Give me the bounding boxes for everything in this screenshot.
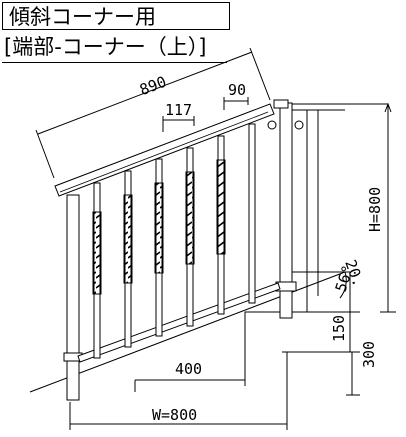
twisted-bars	[92, 159, 226, 295]
dim-height	[345, 102, 396, 313]
left-post	[63, 194, 83, 401]
dim-width	[69, 352, 288, 430]
dim-base-rise	[346, 352, 360, 396]
side-rail	[292, 103, 345, 312]
label-pattern: 90	[228, 81, 246, 99]
label-tread: 400	[175, 360, 202, 378]
subtitle-text: [端部-コーナー（上）]	[4, 35, 207, 59]
title-text: 傾斜コーナー用	[9, 5, 156, 29]
dim-pattern	[223, 97, 249, 110]
right-post	[267, 99, 304, 319]
dim-pitch	[162, 116, 195, 132]
label-width: W=800	[152, 406, 197, 424]
label-pitch: 117	[165, 101, 192, 119]
label-height: H=800	[366, 187, 384, 232]
dim-step-rise	[282, 311, 360, 353]
title-box: 傾斜コーナー用	[2, 2, 230, 30]
dim-tread	[135, 352, 246, 386]
angle-arc	[339, 271, 347, 299]
subtitle-underline	[2, 62, 227, 63]
dim-rail-length	[35, 47, 271, 179]
label-base-rise: 300	[360, 341, 378, 368]
label-step-rise: 150	[330, 315, 348, 342]
label-rail-length: 890	[137, 73, 169, 100]
label-angle-b: 56°	[332, 263, 357, 294]
handrail	[54, 103, 275, 197]
